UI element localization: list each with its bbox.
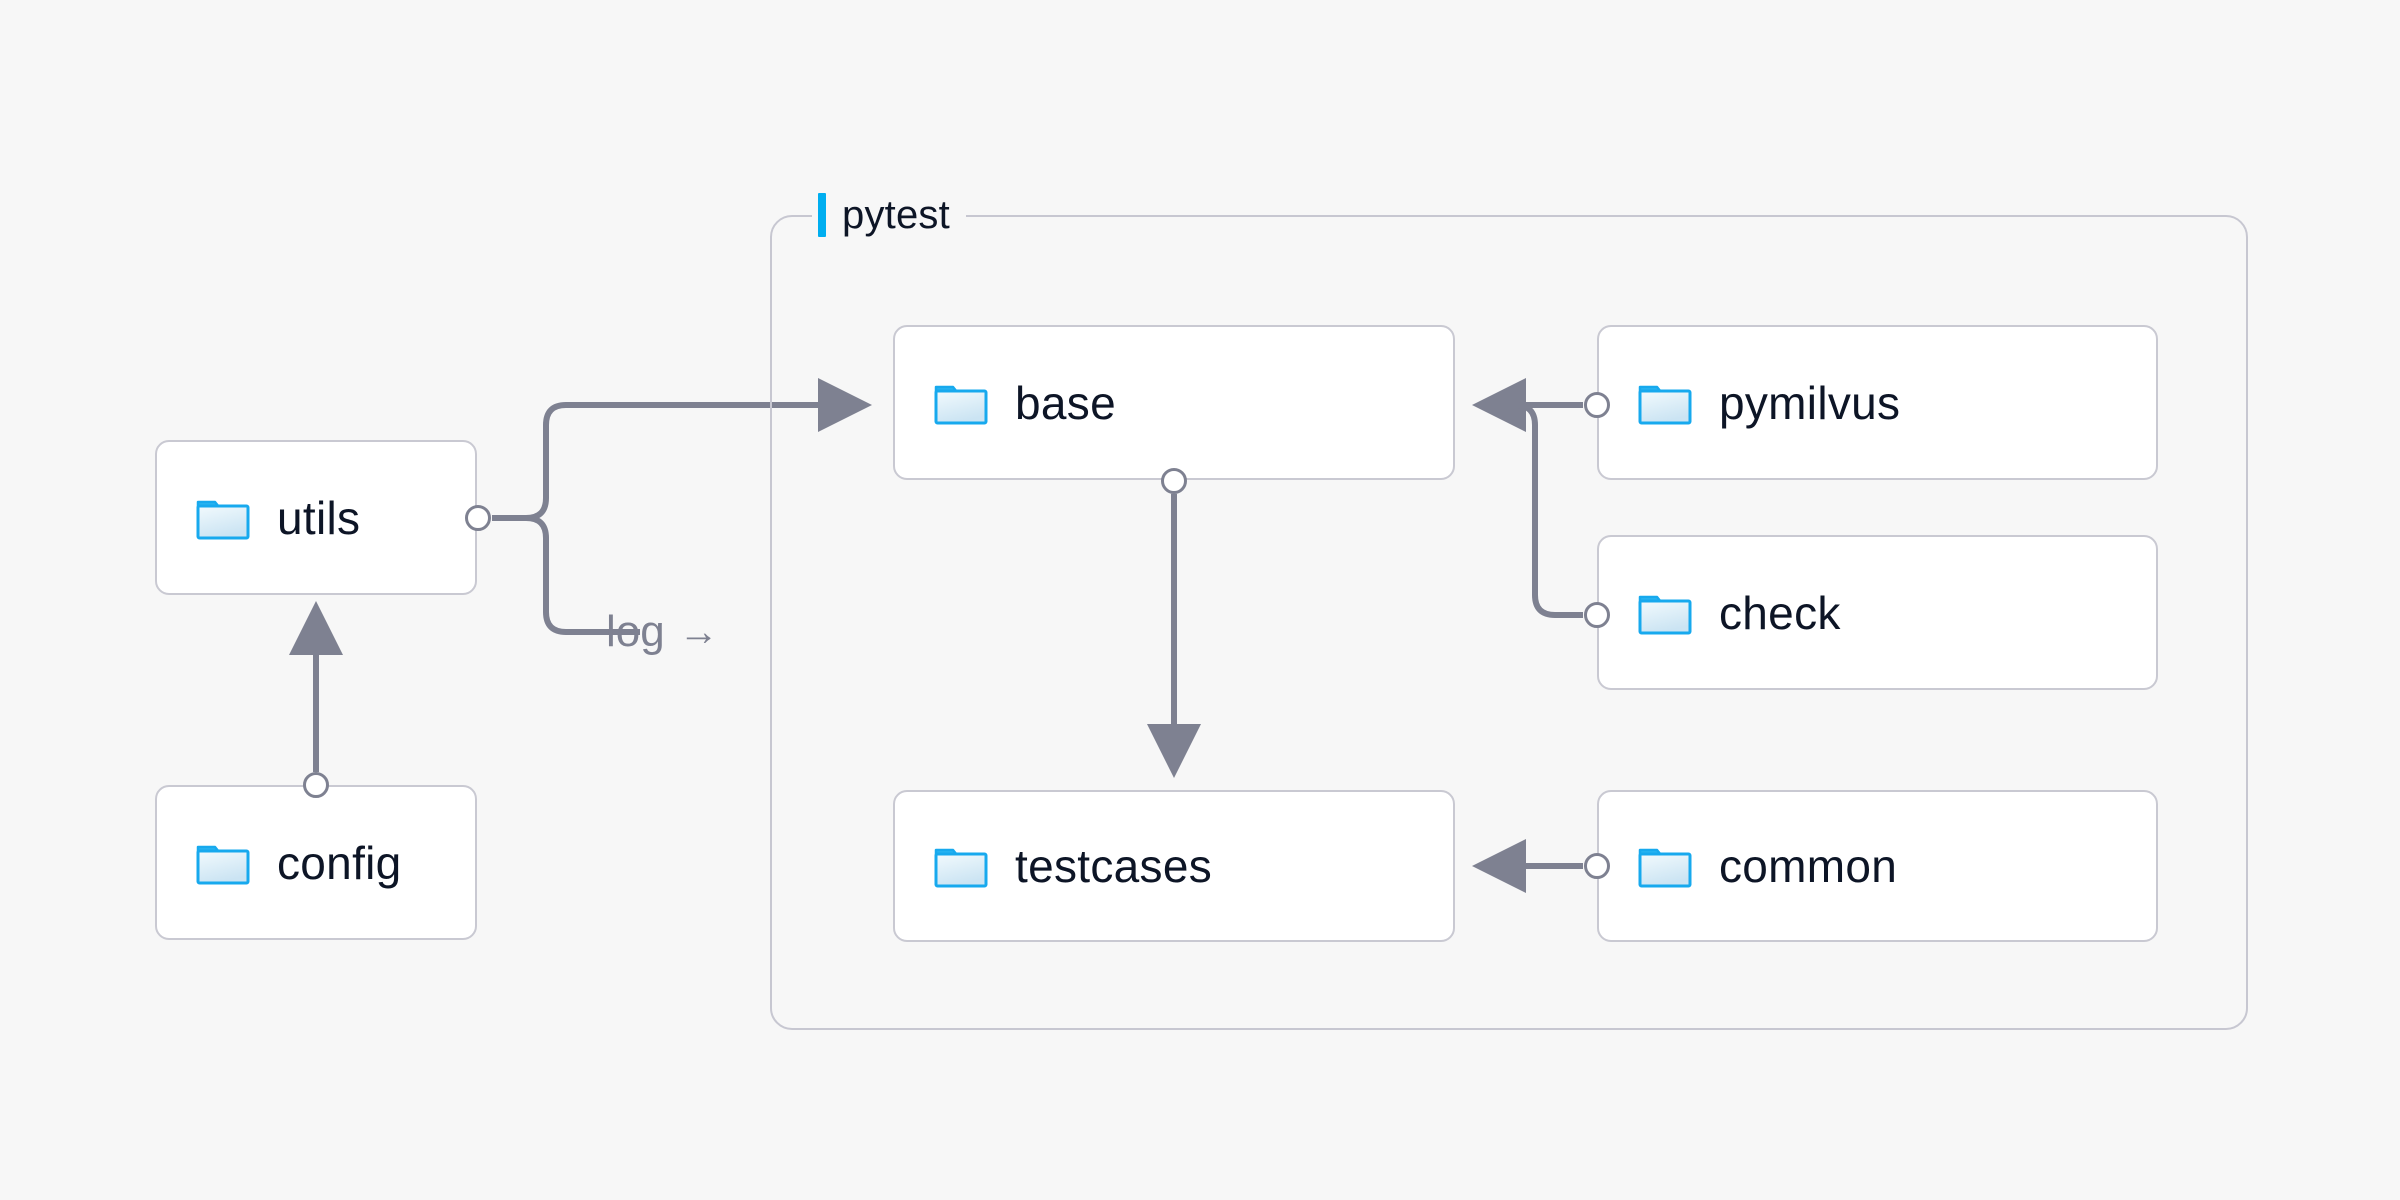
group-title-text: pytest [842, 192, 950, 237]
node-label-base: base [1015, 376, 1116, 429]
node-label-config: config [277, 836, 402, 889]
folder-icon [1638, 848, 1692, 888]
folder-icon [1638, 385, 1692, 424]
arrow-right-icon: → [678, 610, 719, 654]
folder-icon [196, 845, 250, 884]
node-label-utils: utils [277, 491, 361, 544]
node-label-testcases: testcases [1015, 840, 1213, 892]
port-pymilvus-left[interactable] [1584, 392, 1610, 418]
node-base[interactable]: base [893, 325, 1455, 480]
accent-bar-icon [818, 193, 826, 237]
node-label-common: common [1719, 840, 1898, 892]
node-label-check: check [1719, 586, 1841, 639]
node-pymilvus[interactable]: pymilvus [1597, 325, 2158, 480]
group-pytest-label: pytest [812, 188, 966, 242]
folder-icon [196, 500, 250, 539]
edge-label-log: log → [606, 607, 719, 657]
port-common-left[interactable] [1584, 853, 1610, 879]
port-check-left[interactable] [1584, 602, 1610, 628]
node-common[interactable]: common [1597, 790, 2158, 942]
port-base-bottom[interactable] [1161, 468, 1187, 494]
group-pytest-container[interactable] [770, 215, 2248, 1030]
edge-label-log-text: log [606, 607, 665, 656]
port-utils-right[interactable] [465, 505, 491, 531]
node-config[interactable]: config [155, 785, 477, 940]
folder-icon [934, 385, 988, 424]
folder-icon [1638, 595, 1692, 634]
port-config-top[interactable] [303, 772, 329, 798]
node-utils[interactable]: utils [155, 440, 477, 595]
folder-icon [934, 848, 988, 888]
node-testcases[interactable]: testcases [893, 790, 1455, 942]
node-check[interactable]: check [1597, 535, 2158, 690]
node-label-pymilvus: pymilvus [1719, 376, 1901, 429]
